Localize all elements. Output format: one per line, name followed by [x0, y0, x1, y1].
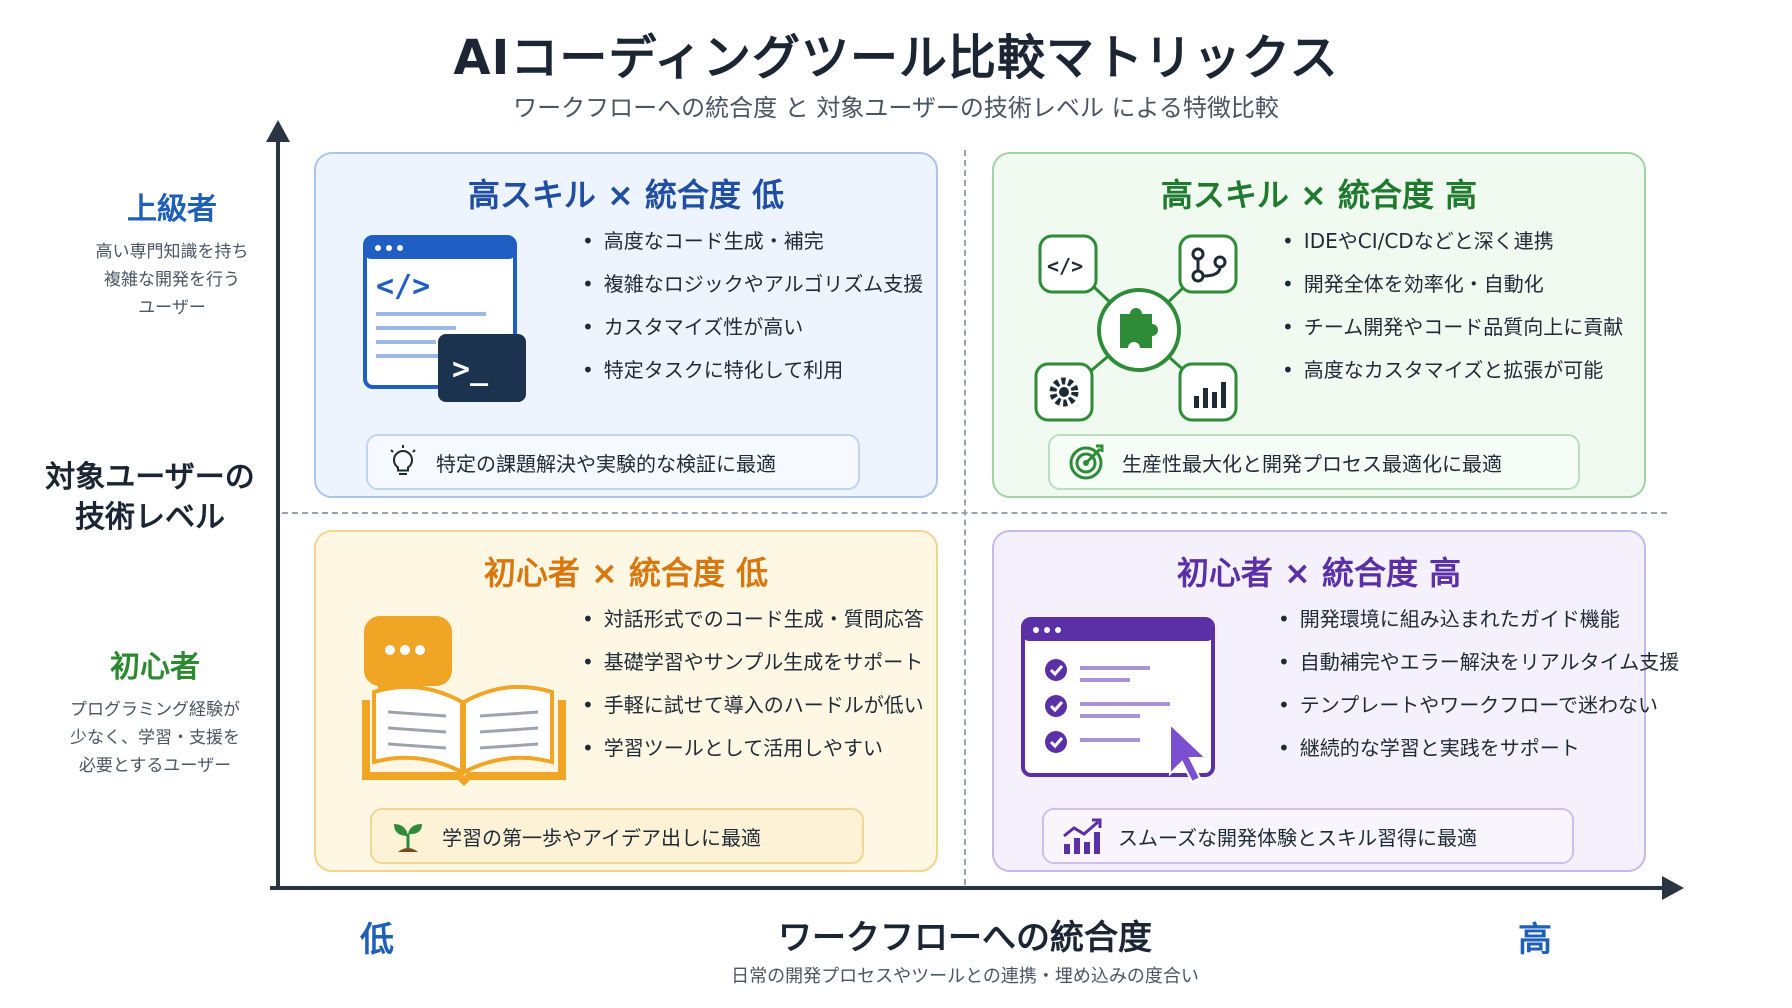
callout-text: 生産性最大化と開発プロセス最適化に最適 [1122, 451, 1502, 476]
bullet-list: 高度なコード生成・補完 複雑なロジックやアルゴリズム支援 カスタマイズ性が高い … [582, 220, 923, 392]
code-editor-icon: </> >_ [363, 235, 526, 402]
quadrant-top-right: 高スキル × 統合度 高 </> IDEやCI/CDなどと深く連携 開発全体を効… [992, 152, 1646, 498]
y-axis-line [276, 130, 280, 890]
bullet-item: IDEやCI/CDなどと深く連携 [1282, 220, 1623, 263]
horizontal-divider [282, 512, 1667, 514]
y-axis-title: 対象ユーザーの 技術レベル [40, 458, 260, 538]
quadrant-title: 初心者 × 統合度 低 [483, 554, 769, 592]
bullet-list: IDEやCI/CDなどと深く連携 開発全体を効率化・自動化 チーム開発やコード品… [1282, 220, 1623, 392]
bullet-item: 基礎学習やサンプル生成をサポート [582, 641, 924, 684]
bullet-item: テンプレートやワークフローで迷わない [1278, 684, 1679, 727]
y-axis-top-desc-line: 複雑な開発を行う [104, 270, 240, 290]
y-axis-bottom-desc-line: 少なく、学習・支援を [70, 728, 240, 748]
bullet-item: 開発環境に組み込まれたガイド機能 [1278, 598, 1679, 641]
page-title: AIコーディングツール比較マトリックス [453, 30, 1339, 86]
bullet-item: 開発全体を効率化・自動化 [1282, 263, 1623, 306]
callout-box: スムーズな開発体験とスキル習得に最適 [1042, 808, 1574, 864]
lightbulb-icon [390, 445, 416, 475]
bullet-item: カスタマイズ性が高い [582, 306, 923, 349]
svg-text:</>: </> [1047, 254, 1083, 278]
callout-box: 特定の課題解決や実験的な検証に最適 [366, 434, 860, 490]
svg-text:</>: </> [376, 269, 430, 304]
quadrant-title: 初心者 × 統合度 高 [1176, 554, 1462, 592]
integration-hub-icon: </> [1034, 234, 1238, 422]
bullet-list: 対話形式でのコード生成・質問応答 基礎学習やサンプル生成をサポート 手軽に試せて… [582, 598, 924, 770]
growth-chart-icon [1063, 818, 1102, 854]
svg-text:>_: >_ [452, 352, 489, 387]
y-axis-top-level: 上級者 [127, 192, 217, 227]
y-axis-title-line: 対象ユーザーの [45, 460, 255, 495]
bullet-item: 複雑なロジックやアルゴリズム支援 [582, 263, 923, 306]
bullet-item: 高度なコード生成・補完 [582, 220, 923, 263]
quadrant-title: 高スキル × 統合度 高 [1160, 176, 1478, 214]
vertical-divider [964, 150, 966, 885]
bullet-item: 対話形式でのコード生成・質問応答 [582, 598, 924, 641]
x-axis-high-label: 高 [1518, 920, 1552, 960]
bullet-item: 自動補完やエラー解決をリアルタイム支援 [1278, 641, 1679, 684]
y-axis-top-desc-line: ユーザー [138, 298, 206, 318]
y-axis-bottom-label: 初心者 プログラミング経験が 少なく、学習・支援を 必要とするユーザー [55, 642, 255, 780]
x-axis-low-label: 低 [360, 920, 394, 960]
y-axis-bottom-desc: プログラミング経験が 少なく、学習・支援を 必要とするユーザー [55, 696, 255, 780]
bullet-item: 高度なカスタマイズと拡張が可能 [1282, 349, 1623, 392]
y-axis-top-desc-line: 高い専門知識を持ち [95, 242, 249, 262]
target-icon [1069, 444, 1104, 480]
sprout-icon [394, 824, 422, 852]
callout-text: 学習の第一歩やアイデア出しに最適 [442, 825, 761, 850]
bullet-item: チーム開発やコード品質向上に貢献 [1282, 306, 1623, 349]
y-axis-bottom-desc-line: 必要とするユーザー [78, 756, 232, 776]
book-chat-icon [362, 616, 566, 786]
x-axis-title: ワークフローへの統合度 [778, 918, 1152, 958]
callout-text: 特定の課題解決や実験的な検証に最適 [436, 451, 776, 476]
x-axis-line [270, 886, 1670, 890]
page-subtitle: ワークフローへの統合度 と 対象ユーザーの技術レベル による特徴比較 [513, 94, 1279, 122]
quadrant-bottom-right: 初心者 × 統合度 高 開発環境に組み込まれたガイド機能 自動補完やエラー解決を… [992, 530, 1679, 872]
bullet-item: 継続的な学習と実践をサポート [1278, 727, 1679, 770]
bullet-list: 開発環境に組み込まれたガイド機能 自動補完やエラー解決をリアルタイム支援 テンプ… [1278, 598, 1679, 770]
y-axis-arrow [266, 120, 290, 142]
quadrant-title: 高スキル × 統合度 低 [467, 176, 785, 214]
x-axis-arrow [1662, 876, 1684, 900]
callout-box: 学習の第一歩やアイデア出しに最適 [370, 808, 864, 864]
x-axis-desc: 日常の開発プロセスやツールとの連携・埋め込みの度合い [731, 966, 1199, 987]
y-axis-bottom-level: 初心者 [110, 650, 200, 685]
bullet-item: 手軽に試せて導入のハードルが低い [582, 684, 924, 727]
callout-text: スムーズな開発体験とスキル習得に最適 [1118, 825, 1477, 850]
bullet-item: 特定タスクに特化して利用 [582, 349, 923, 392]
callout-box: 生産性最大化と開発プロセス最適化に最適 [1048, 434, 1580, 490]
y-axis-top-desc: 高い専門知識を持ち 複雑な開発を行う ユーザー [72, 238, 272, 322]
quadrant-top-left: 高スキル × 統合度 低 </> >_ 高度なコード生成・補完 複雑なロジックや… [314, 152, 938, 498]
bullet-item: 学習ツールとして活用しやすい [582, 727, 924, 770]
quadrant-bottom-left: 初心者 × 統合度 低 対話形式でのコード生成・質問応答 基礎学習やサンプル生成… [314, 530, 938, 872]
y-axis-title-line: 技術レベル [75, 500, 225, 535]
checklist-window-icon [1021, 617, 1215, 784]
y-axis-top-label: 上級者 高い専門知識を持ち 複雑な開発を行う ユーザー [72, 184, 272, 322]
y-axis-bottom-desc-line: プログラミング経験が [70, 700, 240, 720]
